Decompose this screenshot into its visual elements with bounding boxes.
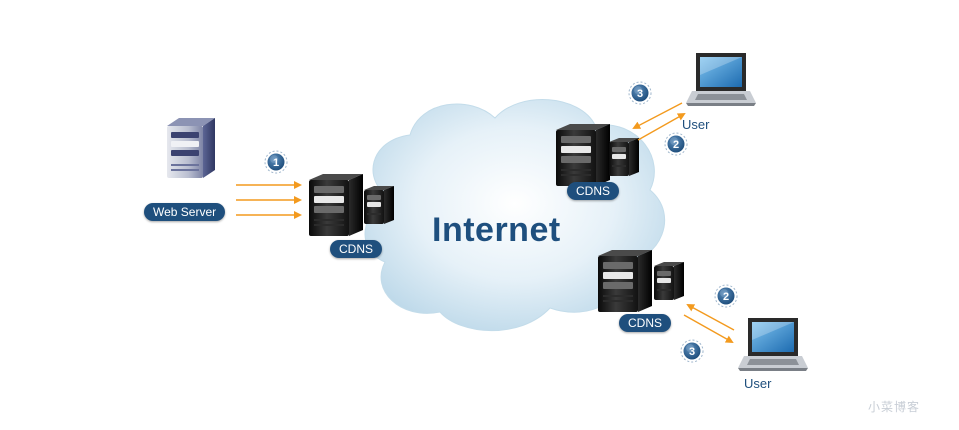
- step-badge-top-3: 3: [628, 81, 652, 105]
- step-badge-top-2: 2: [664, 132, 688, 156]
- cdns-label-left: CDNS: [330, 240, 383, 258]
- step-number: 2: [673, 139, 679, 151]
- arrows-bottom-user-cdns: [683, 304, 735, 343]
- laptop-icon-bottom: [738, 318, 808, 371]
- cdns-label-bottom: CDNS: [619, 314, 672, 332]
- step-badge-bottom-3: 3: [680, 339, 704, 363]
- cdns-label-top: CDNS: [567, 182, 620, 200]
- user-label-top: User: [682, 117, 710, 132]
- arrows-top-user-cdns: [632, 102, 686, 141]
- web-server-label: Web Server: [144, 203, 226, 221]
- web-server-icon: [167, 118, 215, 178]
- step-number: 1: [273, 157, 279, 169]
- step-badge-bottom-2: 2: [714, 284, 738, 308]
- step-number: 3: [637, 88, 643, 100]
- cdn-server-icon-bottom: [598, 250, 684, 312]
- arrows-webserver-to-cdns: [236, 181, 302, 219]
- user-label-bottom: User: [744, 376, 772, 391]
- watermark: 小菜博客: [868, 400, 921, 414]
- step-badge-1: 1: [264, 150, 288, 174]
- laptop-icon-top: [686, 53, 756, 106]
- internet-title: Internet: [432, 211, 561, 249]
- step-number: 2: [723, 291, 729, 303]
- step-number: 3: [689, 346, 695, 358]
